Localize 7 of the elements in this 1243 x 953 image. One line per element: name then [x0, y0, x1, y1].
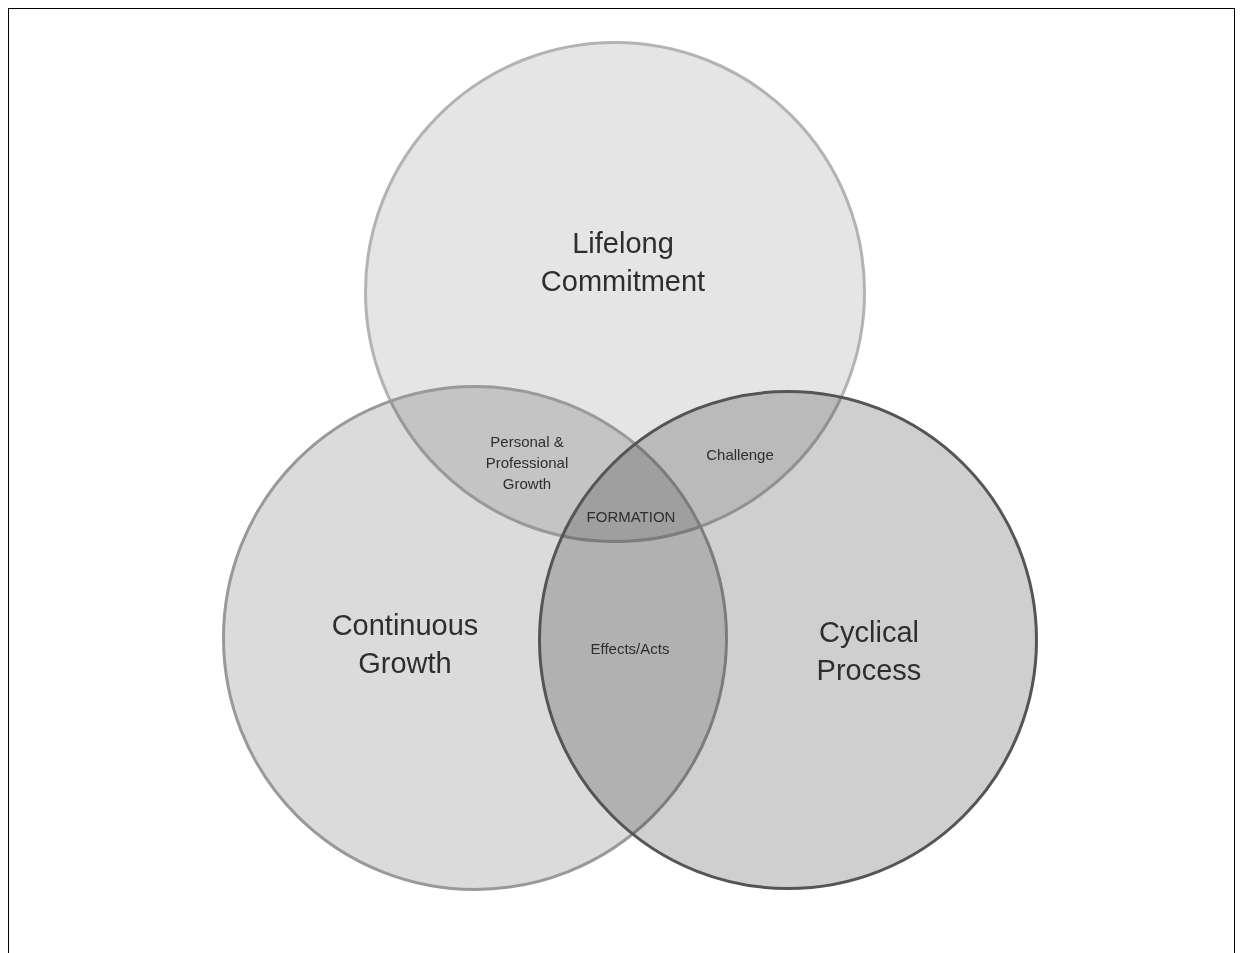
circle-title: Continuous Growth	[330, 608, 480, 681]
circle-title: Lifelong Commitment	[539, 226, 707, 299]
overlap-label: Personal & Professional Growth	[484, 431, 570, 494]
overlap-label: Challenge	[706, 444, 774, 465]
overlap-label: Effects/Acts	[590, 638, 670, 659]
circle-title: Cyclical Process	[815, 615, 923, 688]
overlap-label: FORMATION	[586, 506, 676, 527]
